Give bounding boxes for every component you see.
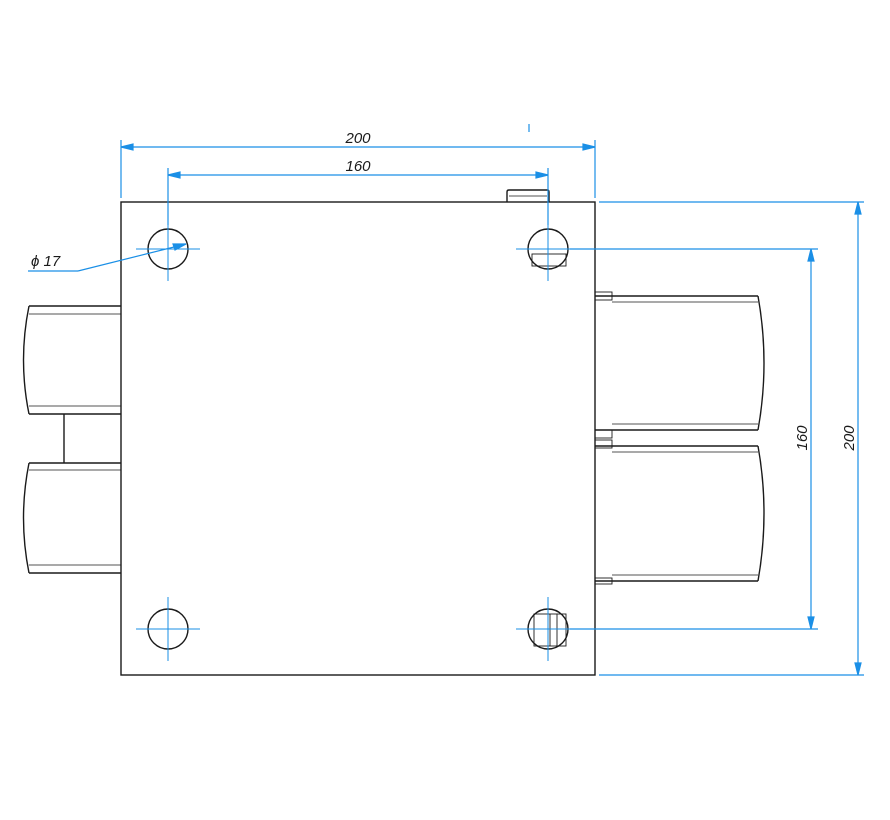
hole-centerlines [136,217,580,661]
dim-hole-spacing-horizontal [167,168,549,225]
part-outline [22,189,765,676]
base-plate [120,201,596,676]
dim-hole-spacing-vertical [570,248,818,630]
label-hole-diameter: ϕ 17 [31,253,61,270]
right-handle-lower [594,439,765,585]
dim-overall-height [599,201,864,676]
dimension-layer [28,124,864,676]
label-overall-height: 200 [841,425,858,452]
top-tab [506,189,550,202]
dim-hole-diameter-leader [28,243,187,272]
label-overall-width: 200 [344,130,371,147]
dimension-labels: 200 160 ϕ 17 160 200 [31,130,858,452]
right-handle-upper [594,291,765,439]
hole-insert-top-right [531,253,567,267]
left-handle-lower [22,462,121,574]
left-handle-upper [22,305,121,415]
label-hole-spacing-vertical: 160 [794,425,811,451]
label-hole-spacing-horizontal: 160 [345,158,371,175]
dim-overall-width [120,140,596,198]
